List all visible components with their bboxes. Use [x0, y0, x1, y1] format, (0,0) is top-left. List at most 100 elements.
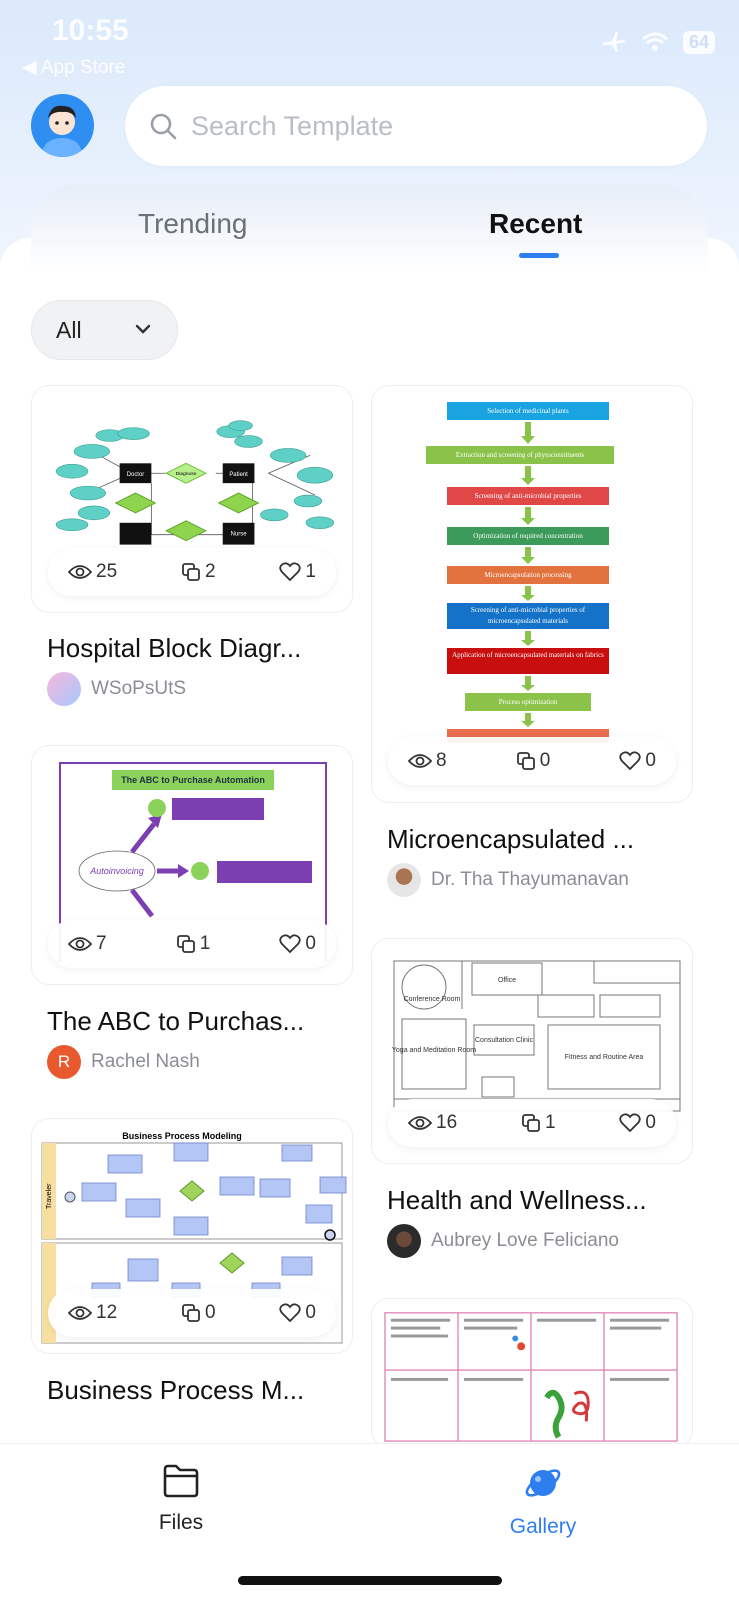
search-icon — [150, 113, 177, 140]
card-thumbnail: Selection of medicinal plants Extraction… — [372, 386, 692, 802]
abc-title: The ABC to Purchase Automation — [112, 770, 274, 790]
floor-consultation-label: Consultation Clinic — [475, 1037, 533, 1044]
copy-icon — [516, 752, 535, 770]
er-nurse-label: Nurse — [231, 532, 248, 538]
folder-icon — [163, 1464, 199, 1498]
nav-gallery[interactable]: Gallery — [483, 1464, 603, 1539]
card-title[interactable]: Business Process M... — [47, 1375, 305, 1405]
views-count: 12 — [96, 1302, 118, 1323]
heart-icon — [279, 1303, 302, 1323]
flow-step: Process optimization — [465, 693, 591, 711]
card-title[interactable]: The ABC to Purchas... — [47, 1006, 305, 1036]
flow-step: Application of microencapsulated materia… — [447, 648, 609, 674]
floor-fitness-label: Fitness and Routine Area — [565, 1054, 644, 1061]
heart-icon — [619, 1113, 642, 1133]
template-card-business-process[interactable]: Business Process Modeling Traveler 12 0 — [31, 1118, 353, 1354]
card-author[interactable]: Dr. Tha Thayumanavan — [387, 863, 629, 897]
tab-trending[interactable]: Trending — [138, 208, 248, 239]
copy-icon — [176, 935, 195, 953]
er-diagnose-label: Diagnose — [176, 471, 197, 477]
card-stats: 8 0 0 — [388, 737, 676, 785]
author-avatar: R — [47, 1045, 81, 1079]
likes-count: 0 — [305, 1302, 316, 1323]
copies-count: 0 — [204, 1302, 216, 1323]
eye-icon — [408, 1116, 432, 1130]
author-name: Rachel Nash — [91, 1051, 200, 1072]
battery-indicator: 64 — [682, 30, 715, 54]
search-placeholder: Search Template — [191, 110, 394, 141]
copies-count: 2 — [204, 561, 216, 582]
planet-icon — [525, 1469, 561, 1497]
status-icons: 64 — [601, 30, 715, 54]
bpm-lane-label: Traveler — [46, 1183, 53, 1209]
views-count: 16 — [436, 1112, 458, 1133]
chevron-down-icon — [135, 324, 151, 334]
card-title[interactable]: Hospital Block Diagr... — [47, 633, 302, 663]
active-tab-indicator — [519, 253, 559, 258]
card-stats: 16 1 0 — [388, 1099, 676, 1147]
card-stats: 7 1 0 — [48, 920, 336, 968]
likes-count: 0 — [305, 933, 316, 954]
er-patient-label: Patient — [229, 472, 248, 478]
copy-icon — [522, 1114, 540, 1132]
template-card-partial[interactable] — [371, 1298, 693, 1448]
eye-icon — [68, 565, 92, 579]
wifi-icon — [642, 32, 668, 51]
author-avatar — [47, 672, 81, 706]
eye-icon — [408, 754, 432, 768]
eye-icon — [68, 937, 92, 951]
floor-office-label: Office — [498, 977, 516, 984]
er-doctor-label: Doctor — [127, 472, 145, 478]
author-avatar — [387, 863, 421, 897]
likes-count: 0 — [645, 750, 656, 771]
copies-count: 1 — [544, 1112, 556, 1133]
flow-step: Screening of anti-microbial properties — [447, 487, 609, 505]
card-stats: 25 2 1 — [48, 548, 336, 596]
tab-recent[interactable]: Recent — [489, 208, 583, 239]
likes-count: 1 — [305, 561, 316, 582]
flow-step: Extraction and screening of phytoconstit… — [426, 446, 614, 464]
floor-yoga-label: Yoga and Meditation Room — [392, 1047, 476, 1054]
status-bar: 10:55 ◀ App Store 64 — [0, 0, 739, 80]
airplane-icon — [602, 32, 626, 52]
author-name: WSoPsUtS — [91, 678, 187, 699]
category-filter-dropdown[interactable]: All — [31, 300, 178, 360]
copies-count: 0 — [539, 750, 551, 771]
user-avatar[interactable] — [31, 94, 94, 157]
copy-icon — [182, 1304, 200, 1322]
copies-count: 1 — [199, 933, 211, 954]
likes-count: 0 — [645, 1112, 656, 1133]
abc-brand: Autoinvoicing — [89, 866, 144, 876]
floor-conference-label: Conference Room — [404, 996, 461, 1003]
author-avatar — [387, 1224, 421, 1258]
status-time: 10:55 — [52, 14, 129, 47]
flow-step: Optimization of required concentration — [447, 527, 609, 545]
author-name: Aubrey Love Feliciano — [431, 1230, 619, 1251]
template-card-microencapsulated[interactable]: Selection of medicinal plants Extraction… — [371, 385, 693, 803]
template-card-health-wellness[interactable]: Office Conference Room Yoga and Meditati… — [371, 938, 693, 1164]
bpm-title: Business Process Modeling — [122, 1131, 242, 1141]
card-title[interactable]: Health and Wellness... — [387, 1185, 647, 1215]
home-indicator — [238, 1576, 502, 1585]
card-author[interactable]: WSoPsUtS — [47, 672, 186, 706]
flow-step: Screening of anti-microbial properties o… — [447, 603, 609, 629]
nav-files[interactable]: Files — [121, 1464, 241, 1535]
back-to-app-store-link[interactable]: ◀ App Store — [22, 57, 126, 78]
heart-icon — [619, 751, 642, 771]
nav-gallery-label: Gallery — [509, 1515, 577, 1538]
bottom-navigation: Files Gallery — [0, 1443, 739, 1600]
filter-value: All — [56, 316, 82, 343]
card-stats: 12 0 0 — [48, 1289, 336, 1337]
flow-arrows — [521, 422, 535, 727]
card-thumbnail — [372, 1299, 692, 1447]
template-card-hospital[interactable]: Doctor Patient Diagnose Nurse 25 2 1 — [31, 385, 353, 613]
eye-icon — [68, 1306, 92, 1320]
copy-icon — [182, 563, 200, 581]
search-input[interactable]: Search Template — [125, 86, 707, 166]
card-author[interactable]: R Rachel Nash — [47, 1045, 200, 1079]
card-title[interactable]: Microencapsulated ... — [387, 824, 635, 854]
heart-icon — [279, 562, 302, 582]
template-card-purchase-automation[interactable]: The ABC to Purchase Automation Autoinvoi… — [31, 745, 353, 985]
card-author[interactable]: Aubrey Love Feliciano — [387, 1224, 619, 1258]
views-count: 7 — [96, 933, 107, 954]
